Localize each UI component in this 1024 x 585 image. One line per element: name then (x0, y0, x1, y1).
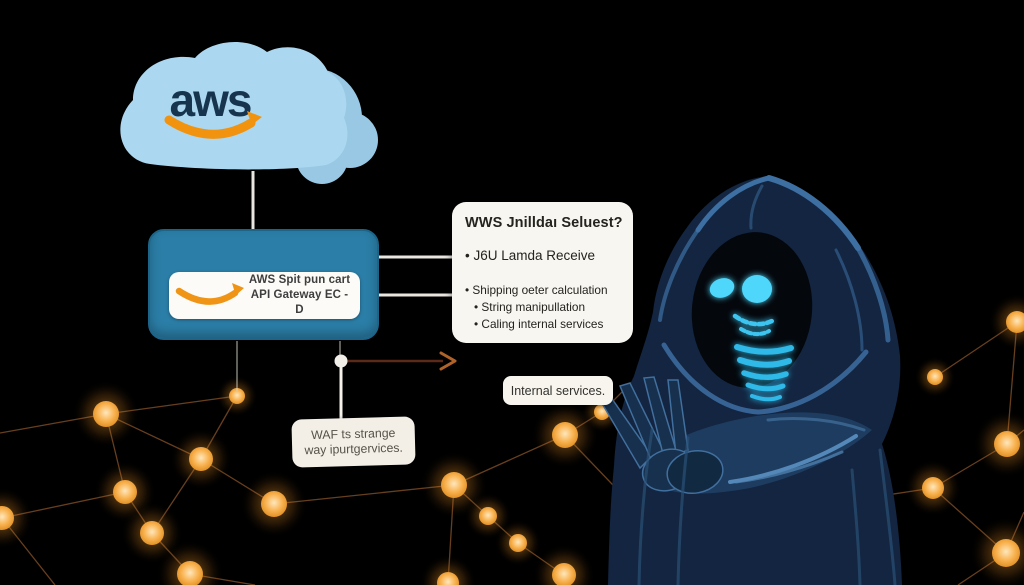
flow-arrowhead (439, 351, 457, 371)
network-node-glow (0, 486, 34, 550)
sleeve-folds (728, 417, 866, 484)
network-node (922, 477, 944, 499)
rib-stripes (734, 344, 794, 402)
request-details-panel: WWS Jnilldaı Seluest? J6U Lamda Receive … (452, 202, 633, 343)
network-node-glow (419, 554, 477, 585)
request-panel-bullet-list: Shipping oeter calculation String manipu… (465, 283, 623, 331)
api-gateway-label-line1: AWS Spit pun cart (248, 274, 351, 287)
network-node (0, 506, 14, 530)
cloud-body (120, 41, 348, 170)
aws-cloud-illustration: aws (120, 41, 378, 184)
network-node (552, 422, 578, 448)
hood-highlights (658, 175, 891, 415)
hand-fingers (598, 376, 724, 494)
waf-note-box: WAF ts strange way ipurtgervices. (291, 416, 416, 468)
network-node (509, 534, 527, 552)
aws-swoosh-arrowhead (247, 111, 262, 127)
network-node (140, 521, 164, 545)
network-node (992, 539, 1020, 567)
aws-swoosh-icon (175, 282, 244, 305)
api-gateway-box: AWS Spit pun cart API Gateway EC - D (148, 229, 379, 340)
aws-logo-text: aws (170, 74, 251, 126)
internal-services-label: Internal services. (503, 376, 613, 405)
network-node (189, 447, 213, 471)
waf-note-line2: way ipurtgervices. (304, 440, 404, 458)
right-eye (742, 275, 772, 303)
network-node (261, 491, 287, 517)
network-node (552, 563, 576, 585)
request-panel-bullet-large: J6U Lamda Receive (465, 248, 623, 263)
left-eye (709, 278, 735, 298)
network-node (177, 561, 203, 585)
request-panel-bullet: String manipullation (474, 300, 623, 314)
network-node (927, 369, 943, 385)
robe-folds (637, 428, 897, 585)
grin-teeth (732, 313, 777, 336)
request-panel-bullet: Shipping oeter calculation (465, 283, 623, 297)
network-node (479, 507, 497, 525)
network-node (113, 480, 137, 504)
connector-lines (236, 171, 457, 420)
network-node (229, 388, 245, 404)
request-panel-title: WWS Jnilldaı Seluest? (465, 215, 623, 231)
network-node (994, 431, 1020, 457)
api-gateway-label-line2: API Gateway EC - D (250, 289, 349, 316)
network-node (437, 572, 459, 585)
internal-services-text: Internal services. (510, 383, 606, 398)
api-gateway-label: AWS Spit pun cart API Gateway EC - D (245, 273, 360, 318)
aws-swoosh-icon (164, 115, 256, 139)
junction-dot (334, 354, 348, 368)
network-node (441, 472, 467, 498)
api-gateway-label-pill: AWS Spit pun cart API Gateway EC - D (169, 272, 360, 319)
arms-and-hands (598, 376, 897, 585)
network-node (93, 401, 119, 427)
hacker-illustration (598, 175, 902, 585)
request-panel-bullet: Caling internal services (474, 317, 623, 331)
skull-face (709, 275, 794, 402)
network-node (1006, 311, 1024, 333)
